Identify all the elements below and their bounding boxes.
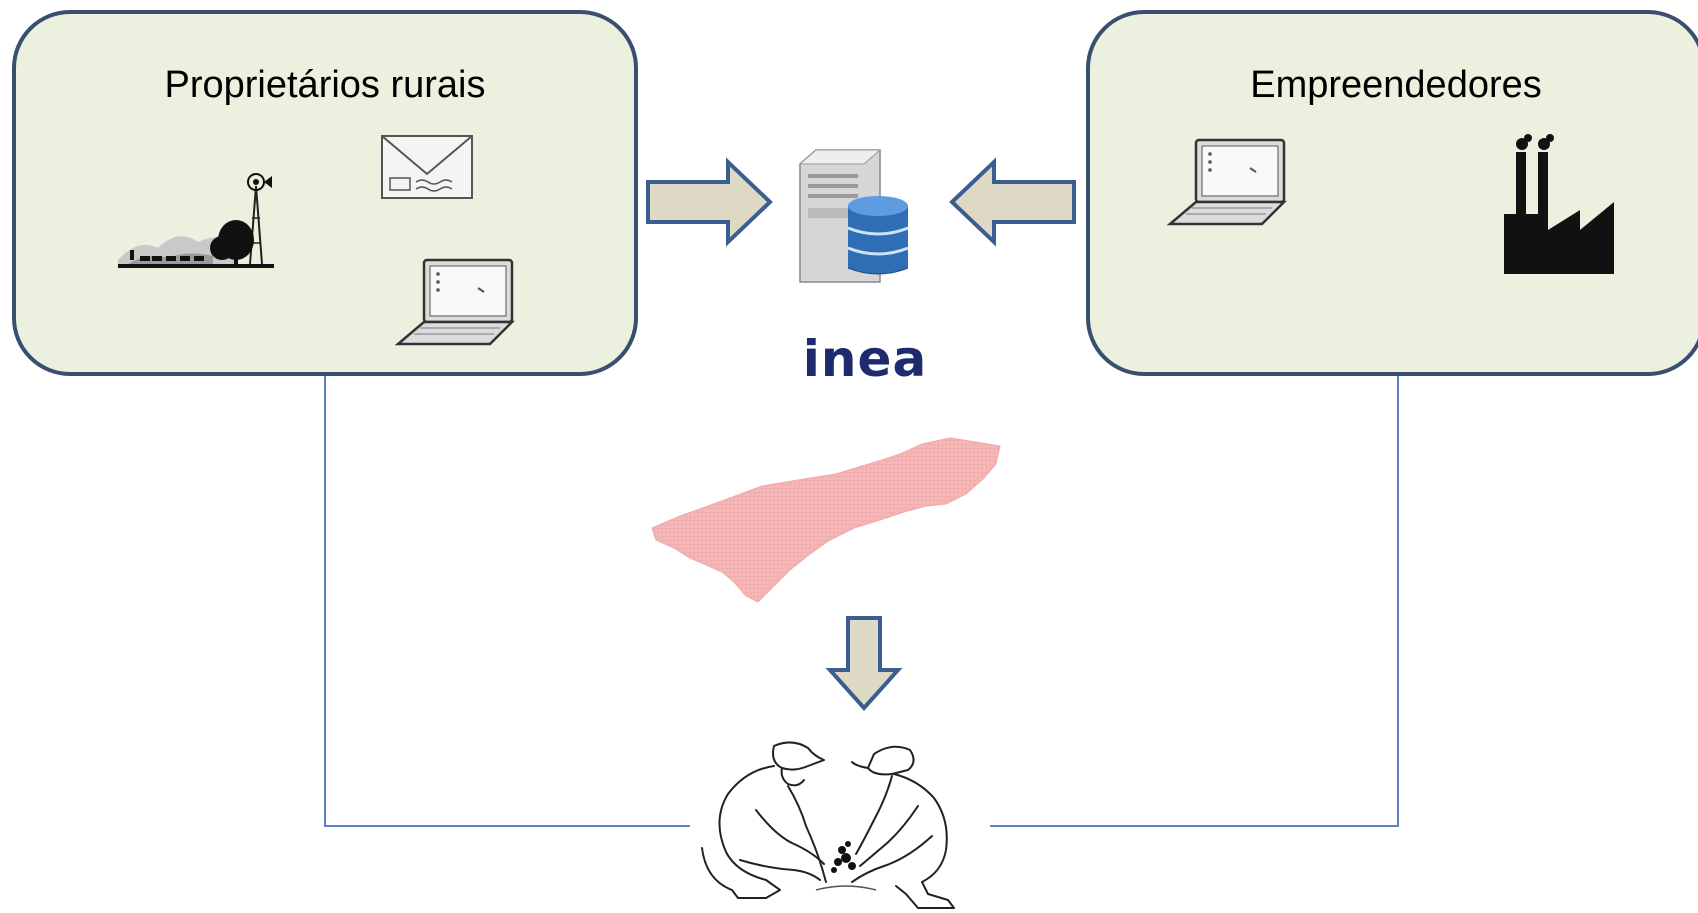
entrepreneurs-title: Empreendedores [1250, 64, 1542, 106]
database-server-icon [798, 149, 909, 283]
inea-logo: inea [802, 330, 928, 388]
laptop-icon [394, 258, 516, 346]
entrepreneurs-box: Empreendedores [1086, 10, 1698, 376]
arrow-right [646, 157, 773, 247]
rural-owners-title: Proprietários rurais [164, 64, 486, 106]
farm-landscape-icon [118, 173, 274, 268]
rural-owners-box: Proprietários rurais [12, 10, 638, 376]
envelope-icon [381, 135, 473, 199]
region-map-icon [651, 437, 1001, 603]
people-planting-tree-icon [701, 741, 955, 909]
arrow-left [949, 157, 1076, 247]
arrow-down [825, 616, 903, 711]
factory-icon [1504, 134, 1614, 274]
laptop-icon [1166, 138, 1288, 226]
